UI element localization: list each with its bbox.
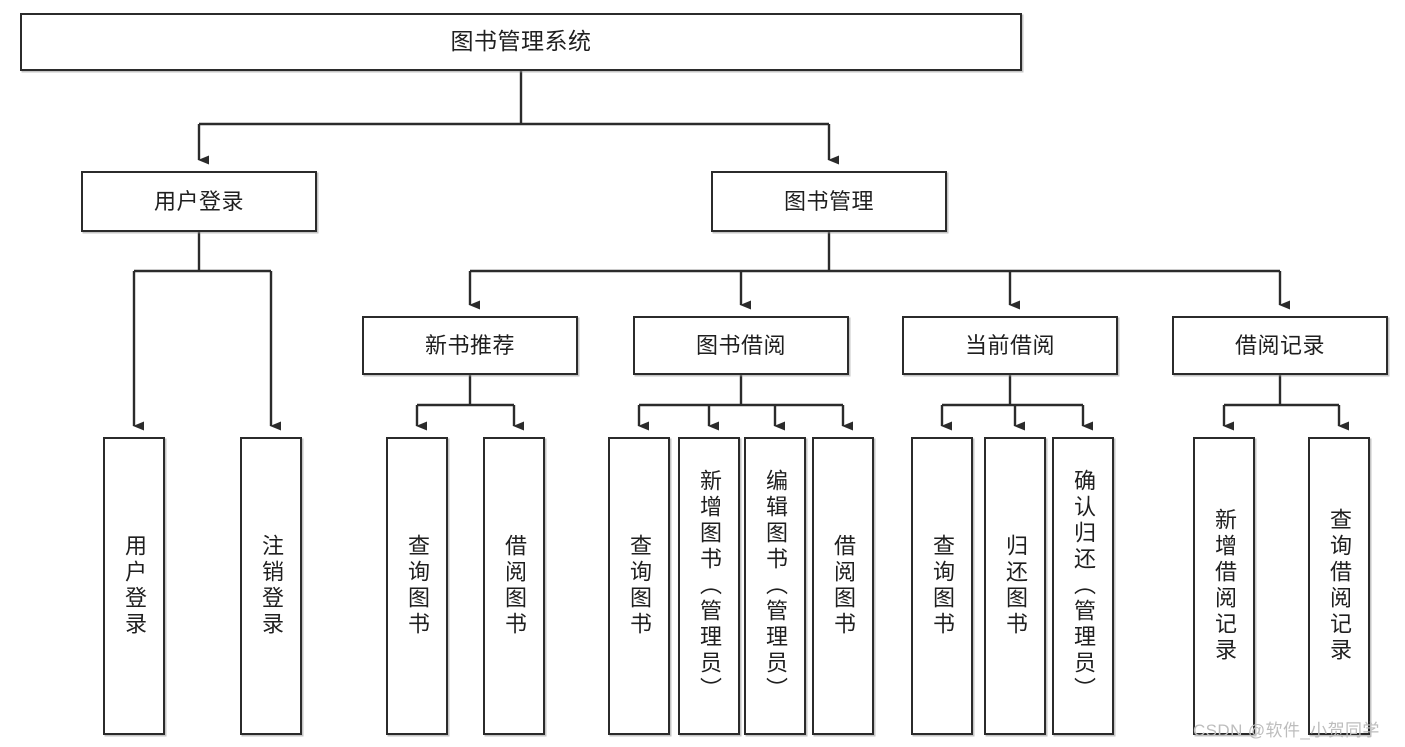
node-leaf-borrow-book-2-label: 借阅图书	[831, 534, 856, 638]
node-leaf-borrow-book-1[interactable]: 借阅图书	[483, 437, 545, 735]
node-leaf-query-book-1-label: 查询图书	[405, 534, 430, 638]
node-user-login-label: 用户登录	[153, 188, 244, 214]
node-leaf-query-book-2[interactable]: 查询图书	[608, 437, 670, 735]
node-leaf-borrow-book-1-label: 借阅图书	[502, 534, 527, 638]
node-leaf-return-book[interactable]: 归还图书	[984, 437, 1046, 735]
node-current-borrow-label: 当前借阅	[964, 332, 1055, 358]
node-leaf-edit-book[interactable]: 编辑图书（管理员）	[744, 437, 806, 735]
node-new-book-rec-label: 新书推荐	[424, 332, 515, 358]
node-leaf-query-book-1[interactable]: 查询图书	[386, 437, 448, 735]
node-book-borrow[interactable]: 图书借阅	[633, 316, 849, 375]
node-leaf-confirm-return-label: 确认归还（管理员）	[1071, 469, 1096, 703]
node-book-manage-label: 图书管理	[783, 188, 874, 214]
node-leaf-add-book-label: 新增图书（管理员）	[697, 469, 722, 703]
node-leaf-return-book-label: 归还图书	[1003, 534, 1028, 638]
node-leaf-user-logout-label: 注销登录	[259, 534, 284, 638]
node-leaf-add-record-label: 新增借阅记录	[1212, 508, 1237, 664]
node-borrow-record-label: 借阅记录	[1234, 332, 1325, 358]
node-leaf-query-book-3-label: 查询图书	[930, 534, 955, 638]
node-leaf-add-record[interactable]: 新增借阅记录	[1193, 437, 1255, 735]
node-root-label: 图书管理系统	[450, 28, 592, 55]
node-leaf-query-book-3[interactable]: 查询图书	[911, 437, 973, 735]
node-borrow-record[interactable]: 借阅记录	[1172, 316, 1388, 375]
node-leaf-query-record[interactable]: 查询借阅记录	[1308, 437, 1370, 735]
node-leaf-user-logout[interactable]: 注销登录	[240, 437, 302, 735]
node-leaf-edit-book-label: 编辑图书（管理员）	[763, 469, 788, 703]
node-leaf-query-record-label: 查询借阅记录	[1327, 508, 1352, 664]
node-root[interactable]: 图书管理系统	[20, 13, 1022, 71]
node-user-login[interactable]: 用户登录	[81, 171, 317, 232]
node-leaf-add-book[interactable]: 新增图书（管理员）	[678, 437, 740, 735]
node-leaf-user-login-label: 用户登录	[122, 534, 147, 638]
node-leaf-query-book-2-label: 查询图书	[627, 534, 652, 638]
node-leaf-user-login[interactable]: 用户登录	[103, 437, 165, 735]
node-current-borrow[interactable]: 当前借阅	[902, 316, 1118, 375]
node-book-manage[interactable]: 图书管理	[711, 171, 947, 232]
node-leaf-borrow-book-2[interactable]: 借阅图书	[812, 437, 874, 735]
node-new-book-rec[interactable]: 新书推荐	[362, 316, 578, 375]
node-leaf-confirm-return[interactable]: 确认归还（管理员）	[1052, 437, 1114, 735]
node-book-borrow-label: 图书借阅	[695, 332, 786, 358]
